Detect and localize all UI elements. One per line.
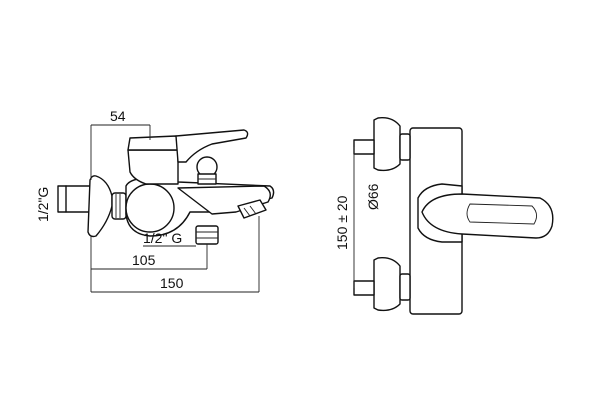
dim-105-label: 105 <box>132 252 156 268</box>
outlet-connector <box>195 225 219 245</box>
dim-54: 54 <box>90 108 151 180</box>
dim-54-label: 54 <box>110 108 126 124</box>
side-view: 54 1/2"G 1/2" G 105 150 <box>35 108 275 293</box>
dim-150-20-label: 150 ± 20 <box>334 195 350 250</box>
aerator <box>237 199 267 219</box>
wall-flange <box>87 175 113 238</box>
dim-inlet-thread-label: 1/2"G <box>35 187 51 222</box>
dim-outlet-thread: 1/2" G <box>143 230 196 247</box>
dim-outlet-thread-label: 1/2" G <box>143 230 182 246</box>
front-flange-top <box>353 116 411 172</box>
lever-handle <box>175 129 249 163</box>
dim-150-20: 150 ± 20 <box>334 147 355 288</box>
cartridge-housing <box>127 149 179 185</box>
dim-150: 150 <box>91 216 260 293</box>
front-lever-slot <box>466 203 537 225</box>
dim-150-label: 150 <box>160 275 184 291</box>
housing-cap <box>127 135 179 151</box>
cartridge-body <box>125 183 175 233</box>
front-flange-bottom <box>353 256 411 312</box>
front-lever-handle <box>421 193 554 239</box>
diverter-knob <box>196 156 218 185</box>
dim-105: 105 <box>90 236 208 292</box>
dim-66-label: Ø66 <box>365 183 381 210</box>
front-view: 150 ± 20 Ø66 <box>334 116 554 315</box>
eccentric-connector <box>111 192 127 220</box>
